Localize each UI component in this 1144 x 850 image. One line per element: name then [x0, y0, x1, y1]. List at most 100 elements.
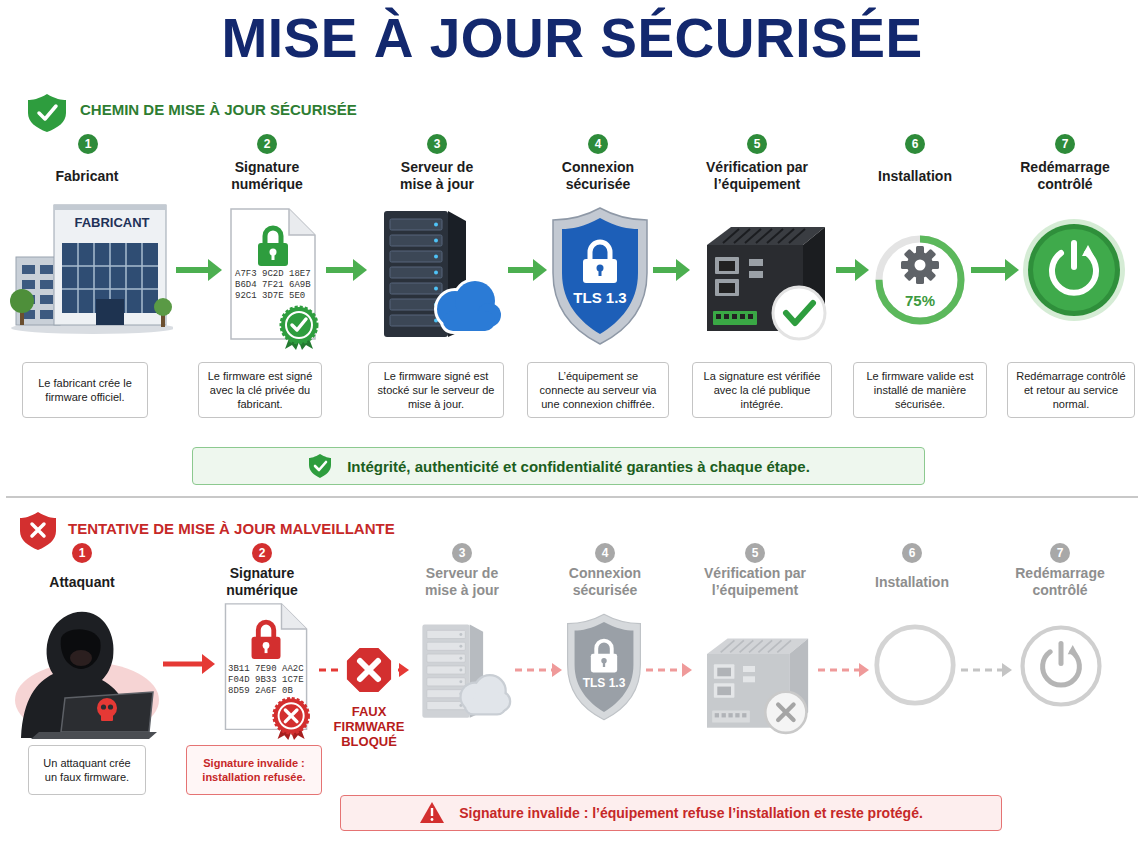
icon-part — [431, 818, 434, 821]
icon-part — [459, 645, 462, 648]
flow-arrow — [836, 259, 869, 281]
step-number: 2 — [252, 543, 272, 563]
step-heading: Serveur de mise à jour — [387, 158, 487, 194]
arrow-head — [1002, 663, 1012, 677]
banner-text: Signature invalide : l’équipement refuse… — [459, 805, 923, 821]
network-device: Vérification par l’équipement — [693, 215, 833, 345]
icon-part — [70, 650, 92, 666]
icon-text: TLS 1.3 — [550, 289, 650, 307]
caption-text: Redémarrage contrôlé et retour au servic… — [1015, 369, 1127, 411]
icon-part — [390, 315, 442, 326]
flow-arrow — [508, 259, 547, 281]
icon-part — [93, 243, 95, 313]
icon-part — [390, 251, 442, 262]
icon-part — [1068, 645, 1078, 654]
icon-part — [712, 711, 750, 723]
caption-box: Le fabricant crée le firmware officiel. — [22, 362, 148, 418]
icon-part — [466, 699, 505, 714]
caption-box: Le firmware est signé avec la clé privée… — [198, 362, 322, 418]
step-number: 7 — [1050, 543, 1070, 563]
restart-button-drawing — [1022, 215, 1126, 325]
icon-part — [1071, 243, 1077, 267]
icon-text: TLS 1.3 — [565, 676, 643, 690]
icon-part — [40, 280, 53, 289]
icon-part — [292, 319, 306, 330]
blocked-label: FAUX FIRMWARE BLOQUÉ — [327, 704, 411, 749]
tls-shield: Connexion sécuriséeTLS 1.3 — [550, 205, 650, 347]
caption-text: Signature invalide : installation refusé… — [194, 756, 314, 784]
arrow-shaft — [515, 669, 553, 672]
caption-text: Le fabricant crée le firmware officiel. — [30, 376, 140, 404]
flow-arrow — [971, 259, 1019, 281]
icon-part — [459, 669, 462, 672]
flow-arrow — [163, 654, 215, 674]
icon-part — [427, 642, 466, 650]
caption-box: Le firmware signé est stocké sur le serv… — [368, 362, 504, 418]
step-number: 4 — [588, 134, 608, 154]
step-number: 1 — [78, 134, 98, 154]
icon-part — [568, 614, 641, 719]
icon-part — [735, 713, 739, 717]
section-heading: TENTATIVE DE MISE À JOUR MALVEILLANTE — [68, 520, 395, 538]
firmware-document: Signature numériqueA7F3 9C2D 18E7 B6D4 7… — [225, 205, 323, 350]
icon-part — [309, 454, 331, 478]
flow-arrow — [653, 259, 690, 281]
step-heading: Serveur de mise à jour — [412, 564, 512, 600]
install-ring: Installation — [872, 620, 958, 710]
icon-part — [591, 654, 617, 673]
arrow-shaft — [818, 669, 860, 672]
icon-part — [101, 713, 113, 721]
icon-part — [346, 647, 392, 693]
icon-part — [427, 666, 466, 674]
step-heading: Connexion sécurisée — [545, 564, 665, 600]
icon-part — [258, 622, 273, 638]
icon-part — [715, 713, 719, 717]
icon-part — [22, 265, 35, 274]
arrow-shaft — [176, 267, 209, 273]
icon-part — [715, 279, 739, 296]
icon-part — [719, 283, 735, 293]
attacker-figure: Attaquant — [5, 600, 160, 740]
icon-part — [724, 314, 729, 319]
secure-shield-icon — [28, 94, 66, 132]
arrow-head — [399, 663, 409, 677]
blocked-stop-sign-drawing — [343, 644, 395, 696]
firmware-document: Signature numérique3B11 7E90 AA2C F04D 9… — [218, 600, 316, 740]
tls-shield-drawing — [550, 205, 650, 347]
step-number: 3 — [452, 543, 472, 563]
icon-part — [281, 604, 306, 629]
step-heading: Redémarrage contrôlé — [1000, 564, 1120, 600]
icon-part — [258, 243, 288, 266]
step-number: 5 — [745, 543, 765, 563]
icon-part — [286, 312, 312, 338]
icon-part — [603, 662, 605, 667]
arrow-head — [533, 259, 547, 281]
caption-text: Un attaquant crée un faux firmware. — [36, 756, 138, 784]
update-server: Serveur de mise à jour — [412, 620, 512, 720]
icon-part — [466, 699, 505, 714]
icon-part — [1058, 643, 1063, 663]
icon-part — [427, 630, 466, 638]
icon-part — [390, 283, 442, 294]
icon-part — [599, 269, 602, 276]
icon-part — [915, 260, 926, 271]
tls-shield: Connexion sécuriséeTLS 1.3 — [565, 612, 643, 722]
icon-part — [1082, 245, 1094, 256]
manufacturer-building: FabricantFABRICANT — [8, 195, 173, 335]
arrow-head — [552, 663, 562, 677]
icon-part — [562, 218, 638, 334]
install-progress-ring-drawing — [872, 215, 968, 345]
attacker-figure-drawing — [5, 600, 160, 740]
icon-part — [901, 246, 939, 284]
step-heading: Vérification par l’équipement — [698, 158, 816, 194]
arrow-shaft — [836, 267, 856, 273]
icon-part — [108, 704, 113, 709]
icon-part — [252, 637, 281, 659]
flow-arrow — [515, 663, 562, 677]
icon-part — [786, 303, 813, 323]
restart-button-drawing — [1015, 620, 1107, 712]
flow-arrow — [326, 259, 367, 281]
network-device-drawing — [695, 628, 815, 740]
icon-part — [778, 705, 793, 720]
diagram-title: MISE À JOUR SÉCURISÉE — [0, 6, 1144, 70]
